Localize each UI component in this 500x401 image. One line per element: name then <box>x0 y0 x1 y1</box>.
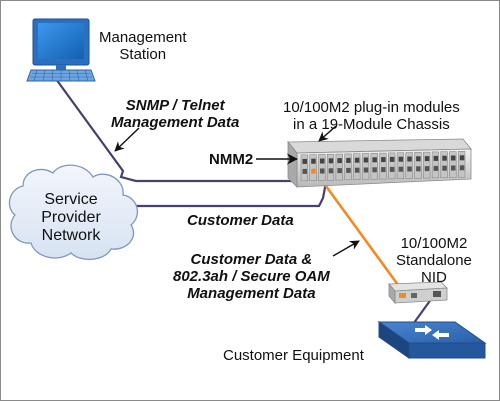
customer-data-oam-label: Customer Data & 802.3ah / Secure OAM Man… <box>173 251 330 302</box>
chassis-module-slot <box>300 154 308 182</box>
fiber-link <box>313 170 403 290</box>
chassis-module-slot <box>326 154 335 181</box>
chassis-module-slot <box>309 154 317 181</box>
cloud-icon <box>8 164 139 260</box>
customer-data-link <box>131 176 329 208</box>
chassis-module-slot <box>318 154 326 181</box>
nmm2-label: NMM2 <box>209 151 254 168</box>
snmp-callout-arrow <box>114 127 140 152</box>
oam-callout-arrow <box>332 240 360 257</box>
chassis-module-slot <box>335 153 343 181</box>
chassis-module-slot <box>449 151 457 178</box>
chassis-module-slot <box>423 151 431 179</box>
customer-equipment-label: Customer Equipment <box>223 347 364 364</box>
chassis-module-slot <box>396 152 405 179</box>
customer-data-label: Customer Data <box>187 212 294 229</box>
chassis-module-slot <box>379 152 387 180</box>
computer-monitor-icon <box>32 18 90 70</box>
chassis-module-slots <box>300 151 466 182</box>
chassis-module-slot <box>361 153 370 180</box>
module-chassis-icon <box>287 138 472 188</box>
chassis-label: 10/100M2 plug-in modules in a 19-Module … <box>283 99 460 133</box>
chassis-module-slot <box>405 152 413 179</box>
chassis-module-slot <box>353 153 361 180</box>
chassis-module-slot <box>344 153 352 181</box>
chassis-module-slot <box>431 151 440 179</box>
standalone-nid-label: 10/100M2 Standalone NID <box>396 235 472 286</box>
network-switch-icon <box>377 321 487 359</box>
keyboard-icon <box>26 69 96 82</box>
chassis-module-slot <box>388 152 396 180</box>
management-station-label: Management Station <box>99 29 187 63</box>
chassis-module-slot <box>414 152 422 179</box>
chassis-module-slot <box>440 151 448 178</box>
service-provider-label: Service Provider Network <box>41 191 101 244</box>
chassis-module-slot <box>458 151 466 178</box>
snmp-telnet-label: SNMP / Telnet Management Data <box>111 97 240 131</box>
chassis-callout-arrow <box>318 125 337 142</box>
nid-device-icon <box>388 281 448 305</box>
chassis-module-slot <box>370 153 378 180</box>
